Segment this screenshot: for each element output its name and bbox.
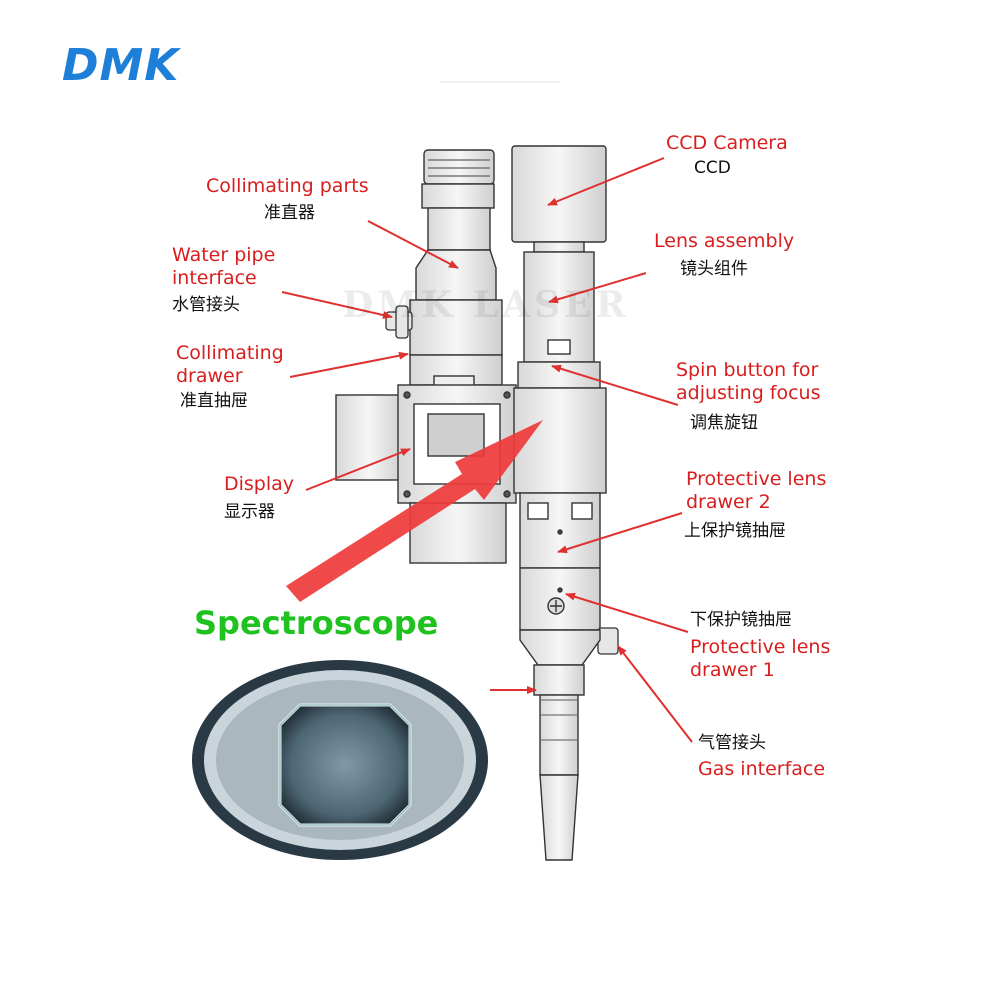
spectroscope-photo (192, 660, 488, 860)
label-protective-lens-2-en-1: Protective lens (686, 468, 827, 490)
label-gas-interface-cn: 气管接头 (698, 733, 766, 753)
label-display-en: Display (224, 473, 295, 495)
arrow-water-pipe (281, 291, 393, 319)
label-gas-interface-en: Gas interface (698, 758, 826, 780)
lens-assembly-shape (517, 251, 601, 389)
label-spectroscope: Spectroscope (194, 604, 439, 642)
label-protective-lens-2-cn: 上保护镜抽屉 (684, 521, 786, 541)
ccd-camera-shape (511, 145, 607, 253)
label-spin-button-cn: 调焦旋钮 (690, 413, 758, 433)
label-lens-assembly-cn: 镜头组件 (680, 259, 748, 279)
arrow-collimating-parts (367, 220, 459, 269)
collimating-parts-shape (415, 149, 497, 301)
label-collimating-parts-en: Collimating parts (206, 175, 369, 197)
arrow-spin-button (551, 364, 679, 406)
label-spin-button-en-2: adjusting focus (676, 382, 821, 404)
gas-interface-shape (597, 627, 619, 655)
arrow-protective-lens-1 (565, 592, 689, 633)
label-ccd-camera-en: CCD Camera (666, 132, 788, 154)
label-ccd-camera-cn: CCD (694, 158, 731, 178)
label-water-pipe-en-1: Water pipe (172, 244, 276, 266)
label-display-cn: 显示器 (224, 502, 275, 522)
label-protective-lens-2-en-2: drawer 2 (686, 491, 771, 513)
label-spin-button-en-1: Spin button for (676, 359, 819, 381)
label-collimating-drawer-cn: 准直抽屉 (180, 391, 248, 411)
spectroscope-arrow (286, 420, 543, 602)
protective-lens-drawer-1-shape (519, 567, 601, 631)
protective-lens-drawer-2-shape (519, 492, 601, 569)
label-lens-assembly-en: Lens assembly (654, 230, 795, 252)
arrow-display (305, 448, 411, 491)
arrow-collimating-drawer (289, 351, 409, 378)
label-water-pipe-en-2: interface (172, 267, 257, 289)
label-protective-lens-1-en-2: drawer 1 (690, 659, 775, 681)
arrow-lens-assembly (548, 272, 647, 304)
label-collimating-drawer-en-2: drawer (176, 365, 243, 387)
label-protective-lens-1-en-1: Protective lens (690, 636, 831, 658)
label-collimating-drawer-en-1: Collimating (176, 342, 284, 364)
dmk-laser-watermark: DMK LASER (342, 284, 630, 326)
arrow-ccd-camera (547, 157, 665, 206)
arrow-protective-lens-2 (557, 512, 683, 554)
label-water-pipe-cn: 水管接头 (172, 295, 240, 315)
label-collimating-parts-cn: 准直器 (264, 203, 315, 223)
label-protective-lens-1-cn: 下保护镜抽屉 (690, 610, 792, 630)
dmk-logo: DMK (62, 40, 180, 91)
nozzle-shape (519, 629, 601, 861)
arrow-gas-interface (617, 645, 693, 743)
